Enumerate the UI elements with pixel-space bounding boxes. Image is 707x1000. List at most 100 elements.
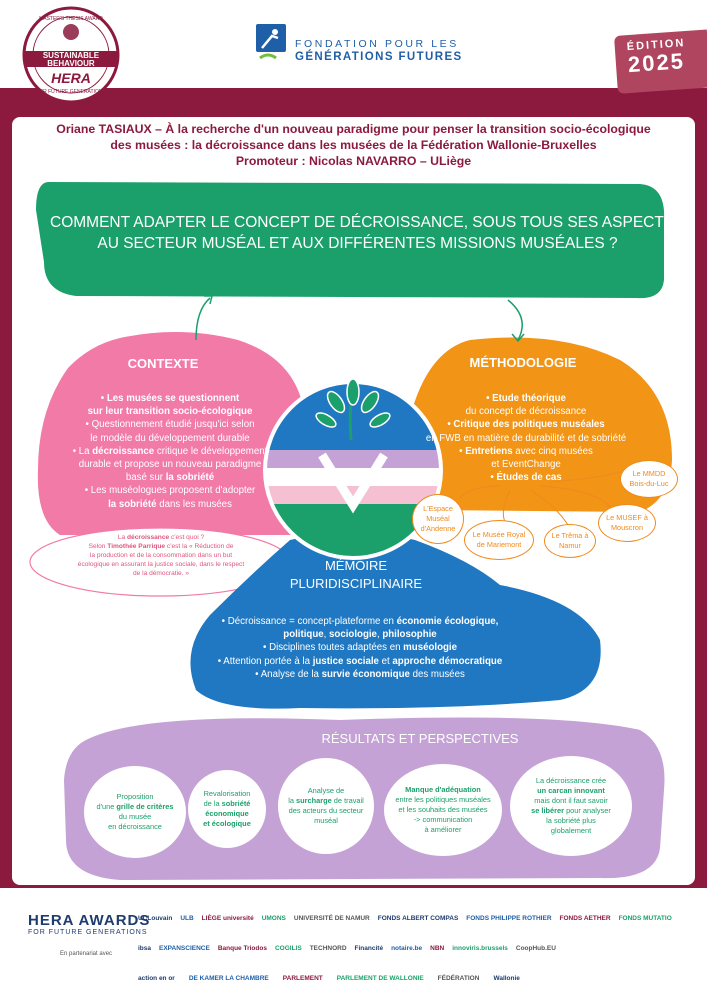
memoire-line-2c: sociologie: [329, 629, 377, 641]
case-mariemont-l2: de Mariemont: [476, 540, 522, 549]
memoire-line-1b: économie écologique,: [396, 616, 499, 627]
centre-logo-shape: [265, 382, 441, 558]
result-2-l2a: de la: [203, 799, 222, 808]
methodologie-list: • Etude théorique du concept de décroiss…: [398, 392, 654, 484]
memoire-line-3: • Disciplines toutes adaptées en muséolo…: [180, 641, 540, 654]
memoire-line-4d: approche démocratique: [392, 655, 503, 667]
case-andenne-l2: Muséal: [426, 514, 450, 523]
partner-logo: FONDS AETHER: [559, 914, 611, 922]
partner-logo: FONDS MUTATIO: [618, 914, 672, 922]
result-4-l4: -> communication: [413, 815, 473, 824]
def-line-1: La décroissance c'est quoi ?: [42, 533, 280, 542]
partner-logo: UMONS: [261, 914, 286, 922]
case-connectors: [459, 471, 621, 526]
def-line-1c: c'est quoi ?: [169, 534, 205, 541]
def-line-2: Selon Timothée Parrique c'est la « Réduc…: [42, 542, 280, 551]
methodologie-heading: MÉTHODOLOGIE: [469, 355, 577, 370]
result-3-l3: des acteurs du secteur: [288, 806, 364, 815]
memoire-list: • Décroissance = concept-plateforme en é…: [180, 615, 540, 681]
memoire-heading-1: MÉMOIRE: [324, 558, 388, 573]
result-4: Manque d'adéquation entre les politiques…: [384, 764, 502, 856]
contexte-heading: CONTEXTE: [127, 356, 199, 371]
contexte-line-7b: la sobriété: [165, 472, 215, 484]
resultats-heading: RÉSULTATS ET PERSPECTIVES: [321, 731, 519, 746]
result-5-l3: mais dont il faut savoir: [534, 796, 608, 805]
result-2-l2b: sobriété: [221, 799, 251, 808]
result-1-l3: du musée: [118, 812, 152, 821]
contexte-line-9b: dans les musées: [156, 498, 232, 510]
title-line-3: Promoteur : Nicolas NAVARRO – ULiège: [235, 154, 472, 168]
memoire-line-5a: • Analyse de la: [255, 668, 322, 680]
partner-logo: FONDS ALBERT COMPAS: [377, 914, 459, 922]
result-4-l3: et les souhaits des musées: [398, 805, 488, 814]
result-1-l4: en décroissance: [108, 822, 162, 831]
foundation-name-line1: FONDATION POUR LES: [295, 38, 459, 50]
contexte-line-5a: • La: [72, 445, 93, 457]
methodo-line-1: • Etude théorique: [486, 393, 566, 404]
partner-logo: innoviris.brussels: [452, 944, 508, 952]
foundation-name-line2: GÉNÉRATIONS FUTURES: [295, 51, 463, 63]
partner-logo: action en or: [138, 974, 175, 982]
case-andenne-l1: L'Espace: [423, 504, 453, 513]
partner-logo: PARLEMENT DE WALLONIE: [336, 974, 424, 982]
contexte-line-4: le modèle du développement durable: [90, 432, 250, 444]
contexte-line-5: • La décroissance critique le développem…: [42, 445, 298, 458]
result-3-l2a: la: [288, 796, 296, 805]
result-5-l4: se libérer pour analyser: [531, 806, 611, 816]
result-3-l4: muséal: [314, 816, 338, 825]
methodo-line-2: du concept de décroissance: [465, 406, 587, 418]
def-line-2a: Selon: [88, 543, 108, 550]
award-badge-bottom: FOR FUTURE GENERATIONS: [36, 89, 106, 95]
result-1-l2a: d'une: [96, 802, 117, 811]
partner-logo: FÉDÉRATION: [437, 974, 480, 982]
result-4-l5: à améliorer: [424, 825, 462, 834]
methodologie-blob-shape: [399, 337, 672, 512]
def-line-4: écologique en assurant la justice social…: [77, 561, 245, 568]
partner-logo: NBN: [430, 944, 445, 952]
partner-logo: Wallonie: [493, 974, 520, 982]
down-arrow-icon: [318, 452, 388, 514]
memoire-line-3a: • Disciplines toutes adaptées en: [262, 642, 404, 654]
result-3: Analyse de la surcharge de travail des a…: [278, 758, 374, 854]
contexte-line-2: sur leur transition socio-écologique: [87, 406, 253, 418]
award-badge-brand: HERA: [51, 70, 91, 86]
methodo-line-6: et EventChange: [491, 459, 561, 471]
title-line-1: Oriane TASIAUX – À la recherche d'un nou…: [56, 122, 651, 136]
def-line-2b: Timothée Parrique: [107, 543, 166, 550]
result-2-l2: de la sobriété: [203, 799, 251, 809]
memoire-line-2a: politique: [283, 629, 324, 641]
result-2: Revalorisation de la sobriété économique…: [188, 770, 266, 848]
contexte-line-1: • Les musées se questionnent: [100, 393, 240, 404]
arrow-question-to-methodo: [507, 299, 523, 341]
result-2-l1: Revalorisation: [203, 789, 251, 798]
memoire-line-5: • Analyse de la survie économique des mu…: [180, 668, 540, 681]
result-3-l2c: de travail: [331, 796, 364, 805]
partner-logo: Financité: [354, 944, 384, 952]
case-mouscron-l1: Le MUSEF à: [606, 513, 648, 522]
hera-awards-subtitle: FOR FUTURE GENERATIONS: [28, 929, 148, 936]
result-3-l2: la surcharge de travail: [288, 796, 364, 806]
partner-logo: LIÈGE université: [201, 914, 254, 922]
partner-logo: ibsa: [138, 944, 152, 952]
memoire-line-4b: justice sociale: [312, 655, 379, 667]
def-line-1a: La: [117, 534, 128, 541]
result-3-l1: Analyse de: [307, 786, 345, 795]
result-1: Proposition d'une grille de critères du …: [84, 766, 186, 858]
partner-logo: EXPANSCIENCE: [159, 944, 210, 952]
result-5-l4b: pour analyser: [564, 806, 611, 815]
title-line-2: des musées : la décroissance dans les mu…: [110, 138, 597, 152]
partner-logo: UNIVERSITÉ DE NAMUR: [293, 914, 370, 922]
contexte-line-5b: décroissance: [92, 445, 155, 457]
memoire-line-3b: muséologie: [403, 642, 458, 654]
methodo-line-3: • Critique des politiques muséales: [447, 419, 605, 431]
case-namur-l2: Namur: [559, 541, 581, 550]
research-question: COMMENT ADAPTER LE CONCEPT DE DÉCROISSAN…: [50, 212, 678, 254]
award-badge-logo: [22, 6, 120, 104]
methodo-line-5b: avec cinq musées: [512, 445, 593, 457]
question-line-2: AU SECTEUR MUSÉAL ET AUX DIFFÉRENTES MIS…: [97, 235, 618, 252]
partner-logo: FONDS PHILIPPE ROTHIER: [466, 914, 552, 922]
